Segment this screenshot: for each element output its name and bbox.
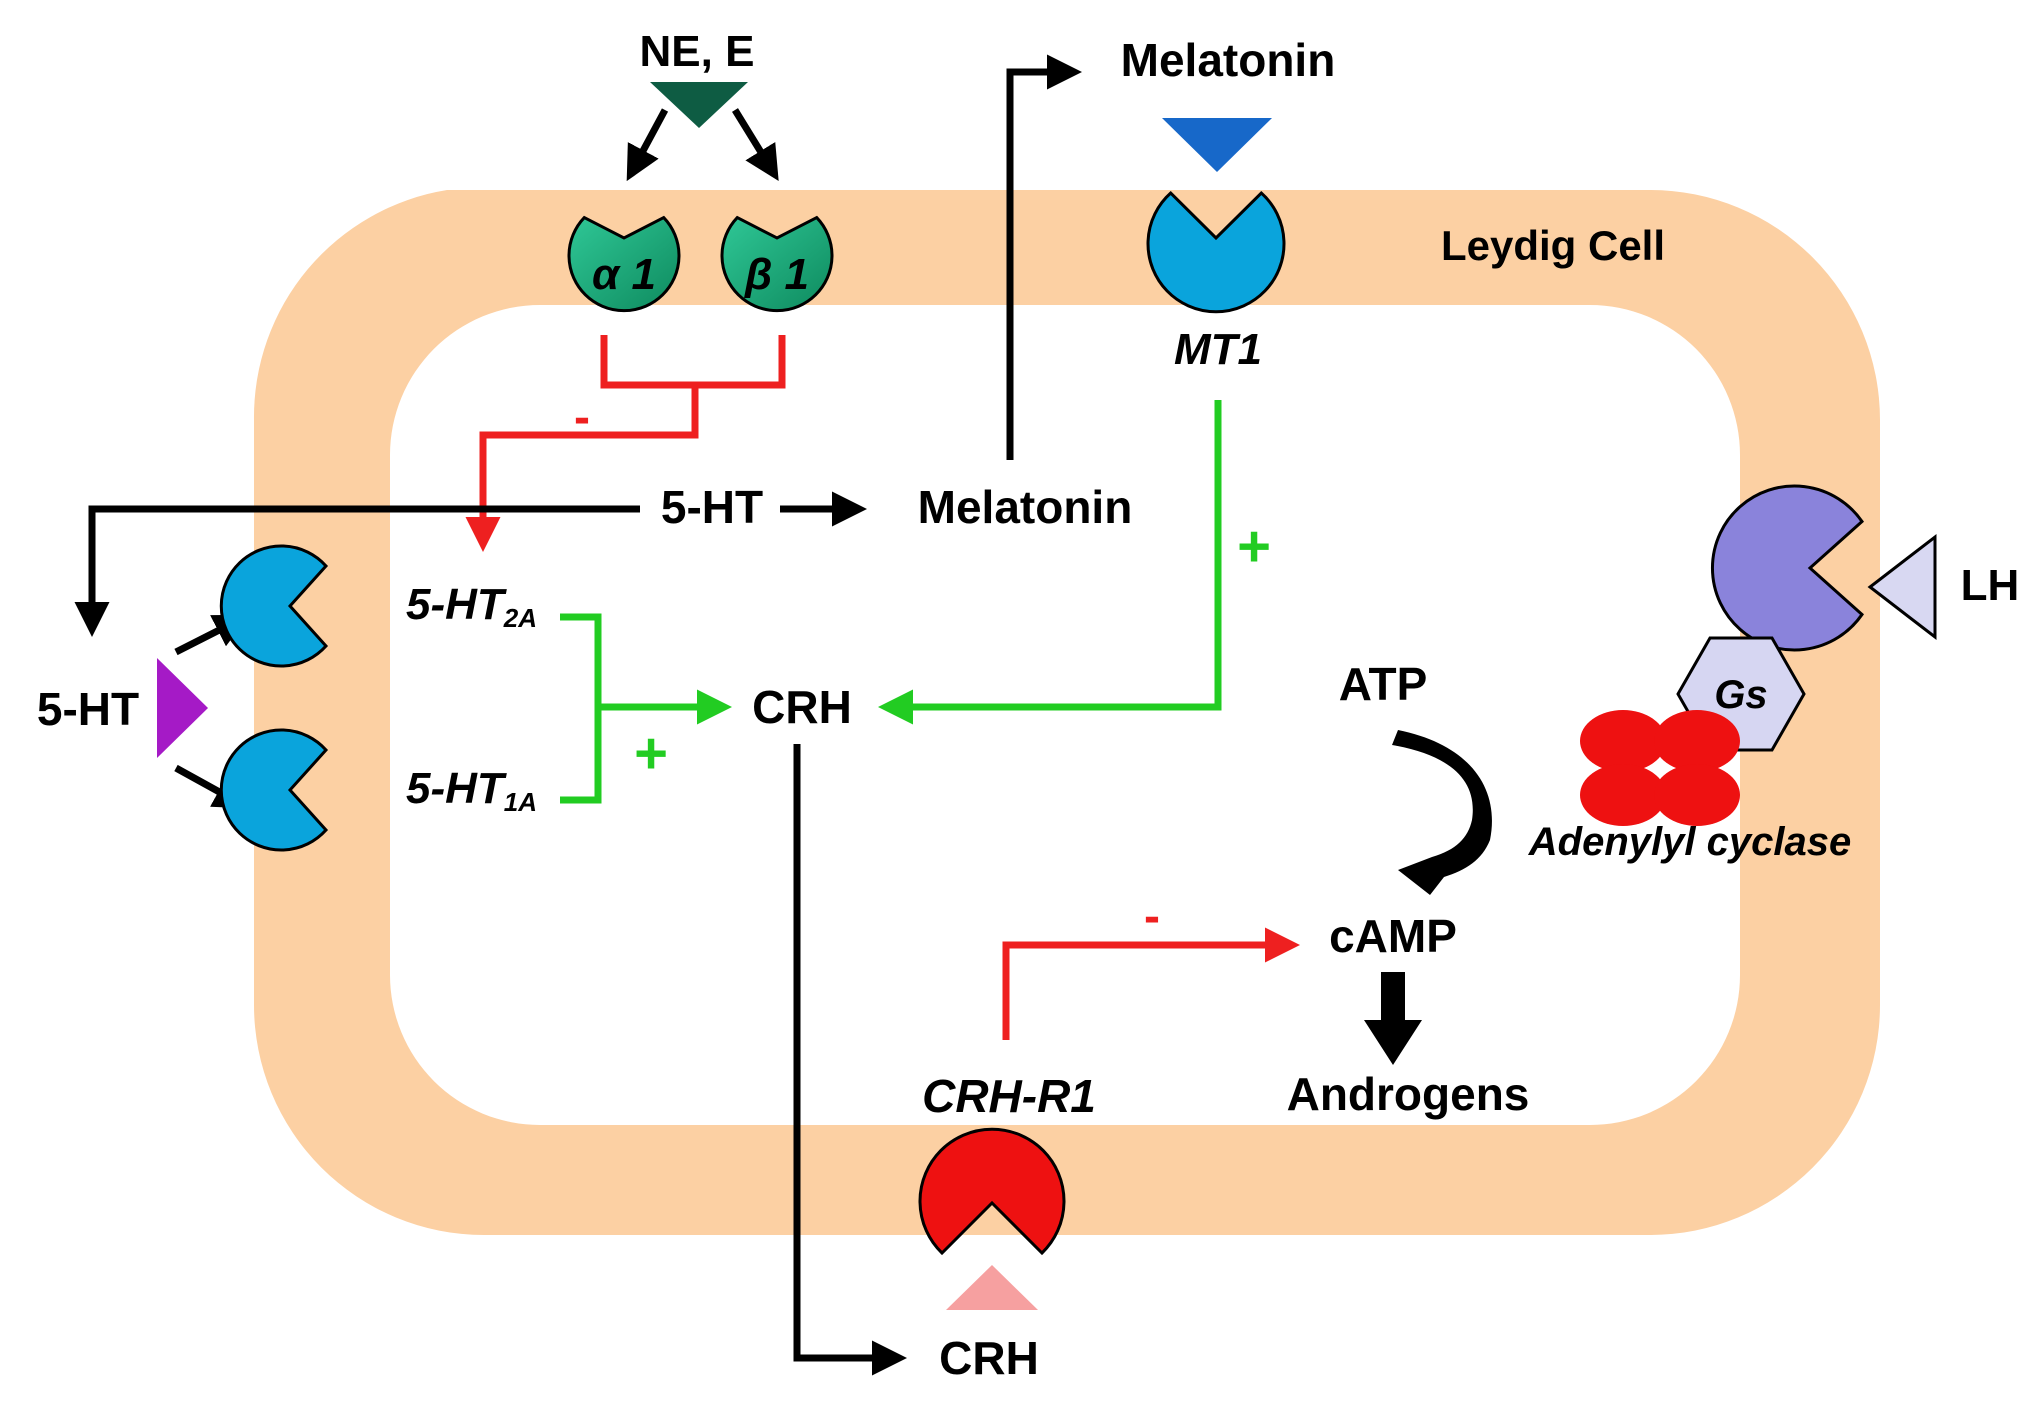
adrenergic-inhibit-sign: - <box>574 391 590 444</box>
atp-label: ATP <box>1339 658 1428 710</box>
melatonin-intracellular-label: Melatonin <box>918 481 1133 533</box>
5ht2a-label: 5-HT2A <box>406 580 537 633</box>
beta1-receptor-icon <box>720 215 834 313</box>
melatonin-out-label: Melatonin <box>1121 34 1336 86</box>
5ht1a-receptor-icon <box>219 728 329 852</box>
cell-membrane <box>253 190 1881 1235</box>
5ht2a-label-main: 5-HT <box>406 580 507 629</box>
crh-inhibit-sign: - <box>1144 890 1160 943</box>
atp-to-camp-curved-arrow <box>1392 730 1492 895</box>
camp-to-androgens-arrow <box>1364 972 1422 1065</box>
serotonin-ligand-icon <box>157 658 208 758</box>
mt1-to-crh-arrow <box>878 400 1222 725</box>
crh-r1-label: CRH-R1 <box>922 1070 1096 1122</box>
ne-to-beta1-arrow <box>732 108 779 181</box>
serotonin-stimulate-sign: + <box>634 721 668 786</box>
mt1-receptor-icon <box>1146 190 1286 314</box>
beta1-label: β 1 <box>744 250 809 299</box>
serotonin-receptors-to-crh-connector <box>560 613 725 804</box>
5ht1a-label: 5-HT1A <box>406 764 537 817</box>
alpha1-receptor-icon <box>567 215 681 313</box>
camp-label: cAMP <box>1329 910 1457 962</box>
melatonin-secretion-arrow <box>1006 54 1082 460</box>
5ht1a-label-sub: 1A <box>504 787 537 817</box>
lh-ligand-icon <box>1867 533 1937 641</box>
adenylyl-cyclase-icon <box>1580 710 1740 826</box>
crh-secretion-arrow <box>793 744 907 1376</box>
crh-intracellular-label: CRH <box>752 681 852 733</box>
alpha1-label: α 1 <box>592 250 656 299</box>
mt1-stimulate-sign: + <box>1237 514 1271 579</box>
crh-ligand-icon <box>946 1265 1038 1310</box>
crh-r1-inhibition-arrow <box>1002 927 1300 1040</box>
adrenergic-inhibition-connector <box>483 335 786 545</box>
crh-r1-receptor-icon <box>918 1127 1066 1256</box>
lh-label: LH <box>1961 561 2020 610</box>
lh-receptor-icon <box>1710 484 1864 652</box>
melatonin-ligand-icon <box>1162 118 1272 172</box>
5ht1a-label-main: 5-HT <box>406 764 507 813</box>
serotonin-intracellular-label: 5-HT <box>661 481 763 533</box>
5ht2a-label-sub: 2A <box>503 603 537 633</box>
5ht2a-receptor-icon <box>219 544 329 668</box>
serotonin-secretion-arrow <box>74 505 640 637</box>
adenylyl-cyclase-label: Adenylyl cyclase <box>1528 820 1851 864</box>
mt1-label: MT1 <box>1174 325 1262 374</box>
ne-e-ligand-icon <box>650 82 748 128</box>
androgens-label: Androgens <box>1287 1068 1530 1120</box>
ne-to-alpha1-arrow <box>626 108 669 182</box>
serotonin-out-label: 5-HT <box>37 683 139 735</box>
crh-out-label: CRH <box>939 1332 1039 1384</box>
ne-e-label: NE, E <box>640 27 755 76</box>
gs-label: Gs <box>1714 673 1767 717</box>
cell-label: Leydig Cell <box>1441 222 1665 269</box>
